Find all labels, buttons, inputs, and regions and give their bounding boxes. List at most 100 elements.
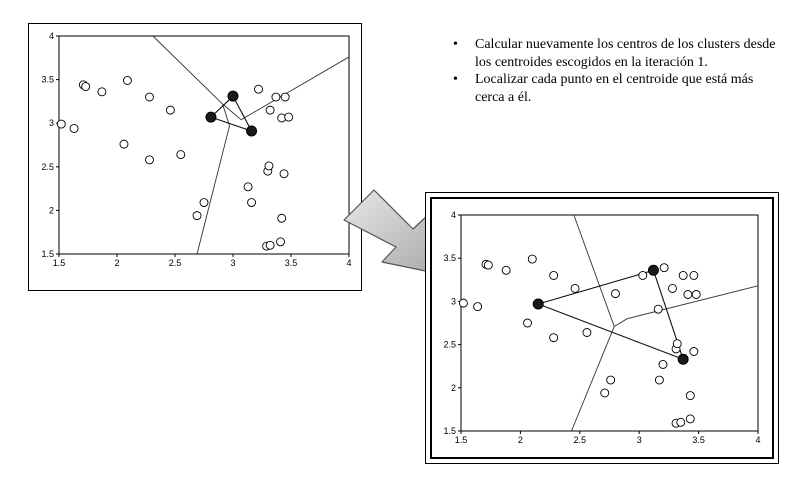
x-tick-label: 1.5 xyxy=(53,258,66,268)
data-point xyxy=(658,360,668,369)
centroid-point xyxy=(227,90,239,102)
plot-frame xyxy=(430,197,774,459)
data-point xyxy=(247,198,257,208)
data-point xyxy=(119,139,129,149)
x-tick-label: 2 xyxy=(518,435,523,445)
y-tick-label: 1.5 xyxy=(41,249,54,259)
plot-area xyxy=(460,214,759,432)
x-tick-label: 3.5 xyxy=(285,258,298,268)
data-point xyxy=(81,82,91,92)
data-point xyxy=(279,169,289,179)
y-tick-label: 3 xyxy=(49,118,54,128)
centroid-link-line xyxy=(210,116,252,132)
data-point xyxy=(600,388,610,398)
centroid-link-line xyxy=(538,269,654,305)
y-tick-label: 4 xyxy=(49,31,54,41)
data-point xyxy=(689,271,699,280)
voronoi-boundary-line xyxy=(573,214,615,327)
data-point xyxy=(277,213,287,223)
y-tick-label: 3.5 xyxy=(443,253,456,263)
data-point xyxy=(606,375,616,385)
bullet-item-2: Localizar cada punto en el centroide que… xyxy=(453,71,783,106)
data-point xyxy=(549,271,559,280)
data-point xyxy=(582,328,592,337)
data-point xyxy=(284,112,294,122)
plot-area xyxy=(58,35,350,255)
data-point xyxy=(165,105,175,115)
data-point xyxy=(97,87,107,97)
data-point xyxy=(176,150,186,160)
y-tick-label: 3.5 xyxy=(41,75,54,85)
data-point xyxy=(659,263,669,273)
x-tick-label: 1.5 xyxy=(455,435,468,445)
voronoi-boundary-line xyxy=(614,318,628,327)
data-point xyxy=(672,339,682,349)
centroid-point xyxy=(647,264,659,276)
data-point xyxy=(199,198,209,208)
data-point xyxy=(276,237,286,247)
data-point xyxy=(265,105,275,115)
y-tick-label: 2.5 xyxy=(41,162,54,172)
data-point xyxy=(678,271,688,280)
data-point xyxy=(254,84,263,94)
x-tick-label: 3 xyxy=(637,435,642,445)
centroid-point xyxy=(205,111,217,123)
x-tick-label: 4 xyxy=(346,258,351,268)
data-point xyxy=(527,254,537,264)
data-point xyxy=(523,318,532,328)
centroid-point xyxy=(532,298,544,310)
data-point xyxy=(280,92,290,102)
y-tick-label: 2.5 xyxy=(443,340,456,350)
x-tick-label: 2 xyxy=(114,258,119,268)
centroid-link-line xyxy=(538,303,684,360)
y-tick-label: 1.5 xyxy=(443,426,456,436)
voronoi-boundary-line xyxy=(196,125,230,255)
data-point xyxy=(192,211,202,221)
x-tick-label: 4 xyxy=(755,435,760,445)
data-point xyxy=(483,260,493,270)
voronoi-boundary-line xyxy=(222,103,242,121)
data-point xyxy=(501,265,511,275)
y-tick-label: 2 xyxy=(451,383,456,393)
data-point xyxy=(683,290,693,299)
data-point xyxy=(691,290,701,299)
data-point xyxy=(56,119,66,129)
voronoi-boundary-line xyxy=(571,326,615,432)
x-tick-label: 2.5 xyxy=(169,258,182,268)
data-point xyxy=(685,391,695,401)
data-point xyxy=(654,375,664,385)
data-point xyxy=(638,271,648,280)
y-tick-label: 2 xyxy=(49,205,54,215)
data-point xyxy=(271,92,281,102)
voronoi-boundary-line xyxy=(222,103,230,126)
centroid-point xyxy=(246,125,258,137)
data-point xyxy=(122,76,132,85)
voronoi-boundary-line xyxy=(240,56,350,121)
data-point xyxy=(69,123,79,133)
data-point xyxy=(676,417,686,427)
data-point xyxy=(243,182,253,192)
x-tick-label: 3 xyxy=(230,258,235,268)
data-point xyxy=(570,283,580,293)
scatter-plot-before: 1.5 2 2.5 3 3.5 4 1.5 2 2.5 3 3.5 4 xyxy=(41,31,351,268)
data-point xyxy=(668,283,677,293)
data-point xyxy=(549,333,559,343)
data-point xyxy=(145,155,154,165)
plot-panel-before: 1.5 2 2.5 3 3.5 4 1.5 2 2.5 3 3.5 4 xyxy=(28,23,362,291)
centroid-link-line xyxy=(232,95,253,132)
centroid-point xyxy=(677,353,689,365)
y-tick-label: 3 xyxy=(451,296,456,306)
data-point xyxy=(145,92,154,102)
data-point xyxy=(685,414,695,424)
data-point xyxy=(265,240,275,250)
voronoi-boundary-line xyxy=(627,285,759,320)
x-tick-label: 2.5 xyxy=(574,435,587,445)
data-point xyxy=(653,304,663,314)
data-point xyxy=(689,347,699,356)
data-point xyxy=(473,302,483,312)
data-point xyxy=(264,161,274,171)
data-point xyxy=(610,289,620,299)
data-point xyxy=(458,298,468,308)
